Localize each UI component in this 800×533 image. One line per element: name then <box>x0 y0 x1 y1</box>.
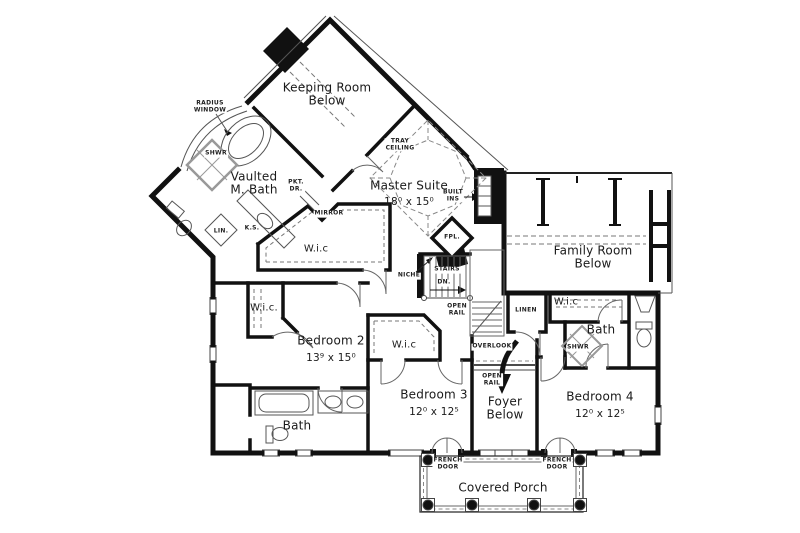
flue-dashed <box>289 61 357 129</box>
lin-closet <box>204 213 238 247</box>
vanity-master <box>236 189 296 249</box>
stair-wall-strip <box>417 254 424 298</box>
overlook-arrow <box>499 339 519 375</box>
fireplace <box>429 215 475 261</box>
toilet-master <box>176 219 192 237</box>
chimney-mass <box>263 27 309 73</box>
closet-dashed-lines <box>253 209 622 354</box>
stairs <box>421 249 505 337</box>
family-room-details <box>505 172 673 294</box>
dn-arrowhead <box>458 286 466 294</box>
sink-master <box>256 212 274 230</box>
radius-window-arrowhead <box>224 129 232 136</box>
tray-ceiling-octagon <box>369 119 487 237</box>
built-ins-shelves <box>477 175 492 217</box>
master-bath-fixtures <box>165 105 320 249</box>
windows <box>209 297 662 457</box>
roof-lines <box>243 15 509 171</box>
pocket-door <box>299 190 320 211</box>
doors <box>271 155 623 454</box>
toilet-right <box>636 328 652 348</box>
porch <box>419 453 587 513</box>
bath-fixtures <box>254 295 656 444</box>
toilet-left <box>271 427 289 441</box>
built-ins-arrowhead <box>472 193 479 201</box>
overlook-rail <box>474 339 535 375</box>
porch-columns <box>421 453 587 512</box>
overlook-arrowhead <box>493 374 511 394</box>
shower-bath4 <box>560 324 604 368</box>
